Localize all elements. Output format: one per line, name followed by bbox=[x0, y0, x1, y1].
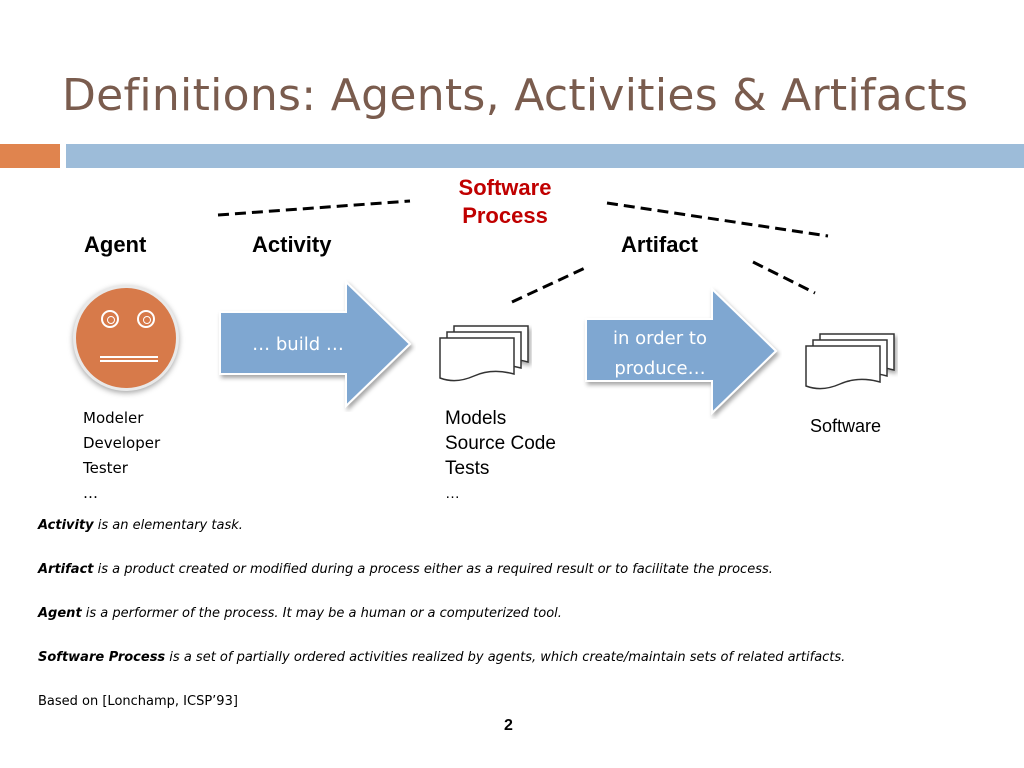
definition-term: Agent bbox=[38, 606, 82, 621]
artifacts-documents-icon bbox=[439, 325, 529, 382]
definition-text: is an elementary task. bbox=[93, 518, 243, 533]
artifact-item: Tests bbox=[445, 458, 490, 479]
build-arrow-icon bbox=[219, 279, 412, 409]
software-documents-icon bbox=[805, 333, 895, 390]
process-label-line1: Software bbox=[458, 175, 552, 200]
definition-activity: Activity is an elementary task. bbox=[38, 516, 998, 536]
definition-term: Artifact bbox=[38, 562, 94, 577]
product-label: Software bbox=[810, 416, 882, 436]
produce-arrow-line1: in order to bbox=[613, 328, 707, 349]
right-eye bbox=[137, 310, 155, 328]
agent-face-icon bbox=[73, 285, 179, 391]
mouth bbox=[100, 356, 158, 362]
definitions: Activity is an elementary task. Artifact… bbox=[38, 516, 998, 692]
header-artifact: Artifact bbox=[621, 232, 699, 257]
artifact-item: Models bbox=[445, 408, 507, 429]
dash-line-mid-left bbox=[511, 266, 586, 304]
build-arrow-label: … build … bbox=[252, 334, 344, 355]
dash-line-left bbox=[217, 199, 411, 217]
definition-term: Activity bbox=[38, 518, 94, 533]
process-label: Software Process bbox=[430, 174, 580, 230]
definition-text: is a set of partially ordered activities… bbox=[165, 650, 846, 665]
process-label-line2: Process bbox=[462, 203, 548, 228]
artifact-item: … bbox=[445, 485, 460, 502]
definition-text: is a product created or modified during … bbox=[93, 562, 773, 577]
agent-item: Tester bbox=[83, 459, 128, 477]
produce-arrow-icon bbox=[585, 286, 778, 416]
artifact-list: Models Source Code Tests … bbox=[445, 406, 556, 506]
agent-item: … bbox=[83, 484, 98, 502]
header-agent: Agent bbox=[84, 232, 147, 257]
header-activity: Activity bbox=[252, 232, 332, 257]
definition-term: Software Process bbox=[38, 650, 166, 665]
slide-title: Definitions: Agents, Activities & Artifa… bbox=[62, 70, 969, 121]
definition-agent: Agent is a performer of the process. It … bbox=[38, 604, 998, 624]
page-number: 2 bbox=[504, 717, 513, 734]
agent-list: Modeler Developer Tester … bbox=[83, 406, 160, 506]
produce-arrow-line2: produce… bbox=[614, 358, 706, 379]
artifact-item: Source Code bbox=[445, 433, 556, 454]
orange-accent-bar bbox=[0, 144, 60, 168]
reference: Based on [Lonchamp, ICSP’93] bbox=[38, 694, 238, 709]
definition-artifact: Artifact is a product created or modifie… bbox=[38, 560, 998, 580]
agent-item: Developer bbox=[83, 434, 161, 452]
produce-arrow-label: in order to produce… bbox=[596, 324, 724, 384]
agent-item: Modeler bbox=[83, 409, 144, 427]
left-eye bbox=[101, 310, 119, 328]
definition-text: is a performer of the process. It may be… bbox=[81, 606, 562, 621]
definition-software-process: Software Process is a set of partially o… bbox=[38, 648, 998, 668]
blue-accent-bar bbox=[66, 144, 1024, 168]
